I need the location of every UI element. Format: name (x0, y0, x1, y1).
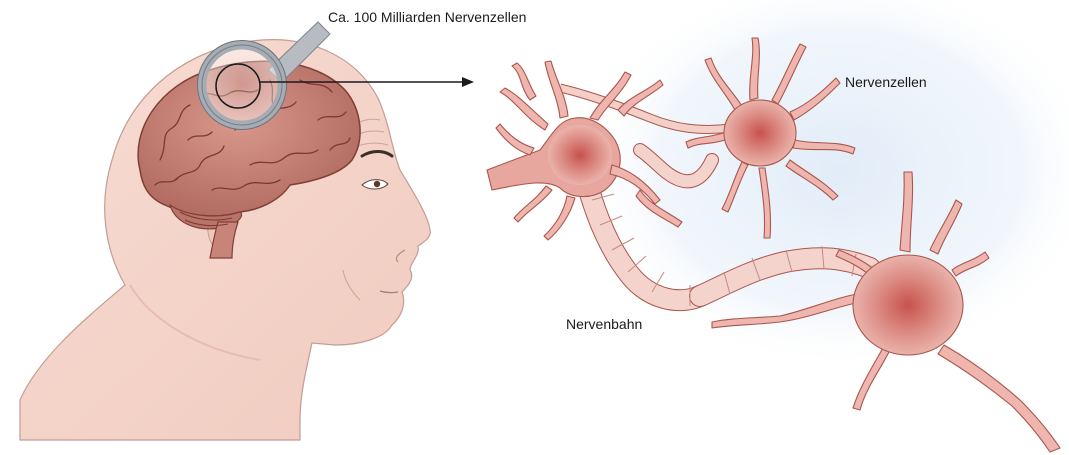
magnifier-caption: Ca. 100 Milliarden Nervenzellen (328, 9, 526, 25)
nerve-path-label: Nervenbahn (566, 316, 642, 332)
nerve-cells-label: Nervenzellen (845, 74, 927, 90)
